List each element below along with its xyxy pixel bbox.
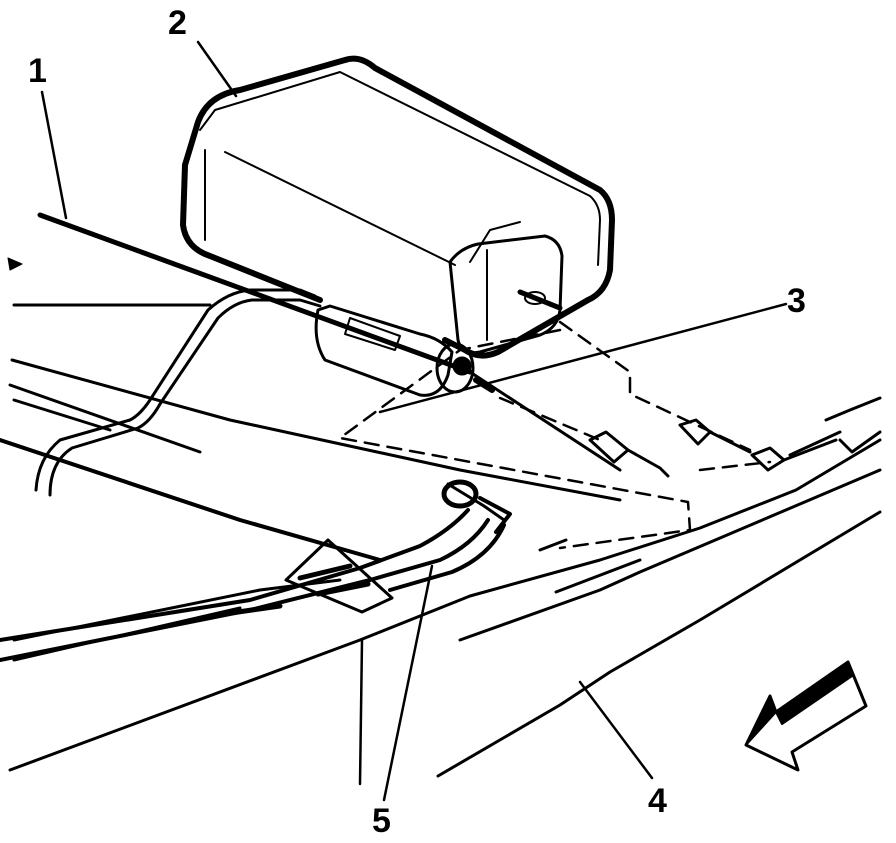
front-direction-arrow-icon xyxy=(744,660,868,772)
purge-valve xyxy=(314,304,495,397)
floor-panel xyxy=(8,438,882,778)
callout-3-label: 3 xyxy=(787,282,806,320)
vapor-tube xyxy=(34,288,322,497)
edge-pointer-icon xyxy=(7,257,23,271)
frame-rail xyxy=(0,212,622,662)
connector-fittings xyxy=(538,396,882,552)
hoses xyxy=(0,479,512,662)
evap-canister xyxy=(180,55,615,359)
leader-lines xyxy=(40,40,788,802)
callout-5-label: 5 xyxy=(372,802,391,840)
callout-4-label: 4 xyxy=(648,782,667,820)
hose-bracket xyxy=(207,538,394,619)
dashed-routing xyxy=(338,320,772,550)
callout-1-label: 1 xyxy=(28,52,47,90)
callout-2-label: 2 xyxy=(168,4,187,42)
